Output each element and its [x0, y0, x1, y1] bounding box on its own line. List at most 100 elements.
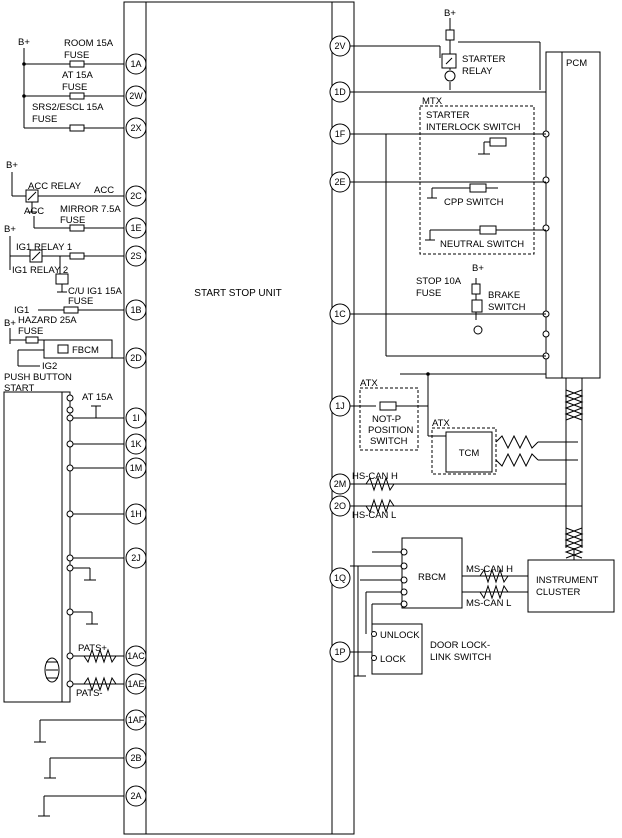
pin-2x: 2X [125, 117, 147, 139]
svg-text:1Q: 1Q [334, 573, 346, 583]
acc-label: ACC [24, 206, 44, 217]
left-labels: B+ ROOM 15A FUSE AT 15A FUSE SRS2/ESCL 1… [4, 37, 123, 699]
unit-label: START STOP UNIT [194, 288, 281, 299]
svg-text:1E: 1E [130, 223, 141, 233]
pats-minus-label: PATS- [76, 688, 103, 699]
mscan-l-label: MS-CAN L [466, 598, 511, 609]
fuse-2w-sub: FUSE [62, 82, 87, 93]
svg-text:1AF: 1AF [128, 715, 145, 725]
svg-text:2J: 2J [131, 553, 141, 563]
svg-text:1C: 1C [334, 309, 346, 319]
lock-label: LOCK [380, 654, 407, 665]
bplus-acc-label: B+ [6, 160, 18, 171]
tcm-label: TCM [459, 448, 480, 459]
pin-2w: 2W [125, 85, 147, 107]
pin-1af: 1AF [125, 709, 147, 731]
cpp-label: CPP SWITCH [444, 197, 504, 208]
pin-1k: 1K [125, 433, 147, 455]
svg-text:2B: 2B [130, 753, 141, 763]
bplus-hazard-label: B+ [4, 318, 16, 329]
ig1-relay2-label: IG1 RELAY 2 [12, 265, 68, 276]
mtx-label: MTX [422, 96, 443, 107]
fuse-2x-label: SRS2/ESCL 15A [32, 102, 104, 113]
fuse-2w-label: AT 15A [62, 70, 93, 81]
svg-text:1I: 1I [132, 413, 140, 423]
pin-2m: 2M [329, 473, 351, 495]
svg-text:1AC: 1AC [127, 651, 145, 661]
brake-label: BRAKE [488, 290, 520, 301]
pin-1m: 1M [125, 457, 147, 479]
pin-2c: 2C [125, 185, 147, 207]
pin-1p: 1P [329, 641, 351, 663]
stop-fuse-sub: FUSE [416, 288, 441, 299]
pin-1i: 1I [125, 407, 147, 429]
instrument-label: INSTRUMENT [536, 575, 598, 586]
fuse-1a-label: ROOM 15A [64, 38, 114, 49]
svg-text:2E: 2E [334, 177, 345, 187]
ig2-label: IG2 [42, 361, 57, 372]
brake-sub: SWITCH [488, 302, 526, 313]
notp-sub1: POSITION [368, 425, 414, 436]
interlock-label: STARTER [426, 110, 470, 121]
svg-text:2D: 2D [130, 353, 142, 363]
hazard-label: HAZARD 25A [18, 315, 77, 326]
push-button-sub: START [4, 383, 34, 394]
atx-label-2: ATX [432, 418, 450, 429]
mirror-sub: FUSE [60, 215, 85, 226]
pin-2b: 2B [125, 747, 147, 769]
cu-ig1-label: C/U IG1 15A [68, 286, 123, 297]
pin-2o: 2O [329, 495, 351, 517]
acc-relay-label: ACC RELAY [28, 181, 82, 192]
svg-text:2W: 2W [129, 91, 143, 101]
svg-text:1F: 1F [335, 129, 346, 139]
pin-1ac: 1AC [125, 645, 147, 667]
mirror-label: MIRROR 7.5A [60, 204, 121, 215]
pin-2s: 2S [125, 245, 147, 267]
hscan-l-label: HS-CAN L [352, 510, 396, 521]
pin-1c: 1C [329, 303, 351, 325]
right-wiring [350, 18, 615, 677]
hscan-h-label: HS-CAN H [352, 471, 398, 482]
svg-text:1B: 1B [130, 305, 141, 315]
cluster-label: CLUSTER [536, 587, 580, 598]
rbcm-label: RBCM [418, 572, 446, 583]
pin-1ae: 1AE [125, 673, 147, 695]
door-lock-sub: LINK SWITCH [430, 652, 491, 663]
svg-text:1A: 1A [130, 59, 141, 69]
pats-plus-label: PATS+ [78, 643, 107, 654]
fuse-1a-sub: FUSE [64, 50, 89, 61]
unlock-label: UNLOCK [380, 630, 420, 641]
bplus-brake: B+ [472, 263, 484, 274]
notp-sub2: SWITCH [370, 436, 408, 447]
starter-relay-sub: RELAY [462, 66, 493, 77]
pin-2j: 2J [125, 547, 147, 569]
svg-text:1D: 1D [334, 87, 346, 97]
bplus-starter: B+ [444, 8, 456, 19]
left-pins: 1A 2W 2X 2C 1E 2S 1B 2D 1I 1K 1M 1H 2J 1… [125, 53, 147, 807]
pin-1q: 1Q [329, 567, 351, 589]
svg-text:1K: 1K [130, 439, 141, 449]
svg-text:2M: 2M [334, 479, 347, 489]
atx-label-1: ATX [360, 378, 378, 389]
at15a-label: AT 15A [82, 392, 113, 403]
mscan-h-label: MS-CAN H [466, 564, 513, 575]
svg-text:1H: 1H [130, 509, 142, 519]
svg-text:2X: 2X [130, 123, 141, 133]
svg-text:2V: 2V [334, 41, 345, 51]
svg-text:1J: 1J [335, 401, 345, 411]
hazard-sub: FUSE [18, 326, 43, 337]
pin-1j: 1J [329, 395, 351, 417]
stop-fuse-label: STOP 10A [416, 276, 462, 287]
pin-2e: 2E [329, 171, 351, 193]
ig1-label: IG1 [14, 305, 29, 316]
svg-text:2S: 2S [130, 251, 141, 261]
bplus-label: B+ [18, 37, 30, 48]
ig1-fuse-label: FUSE [68, 296, 93, 307]
right-labels: PCM B+ STARTER RELAY MTX STARTER INTERLO… [352, 8, 598, 665]
pin-2v: 2V [329, 35, 351, 57]
ig1-relay1-label: IG1 RELAY 1 [16, 242, 72, 253]
svg-text:2O: 2O [334, 501, 346, 511]
pin-1f: 1F [329, 123, 351, 145]
notp-label: NOT-P [372, 414, 401, 425]
